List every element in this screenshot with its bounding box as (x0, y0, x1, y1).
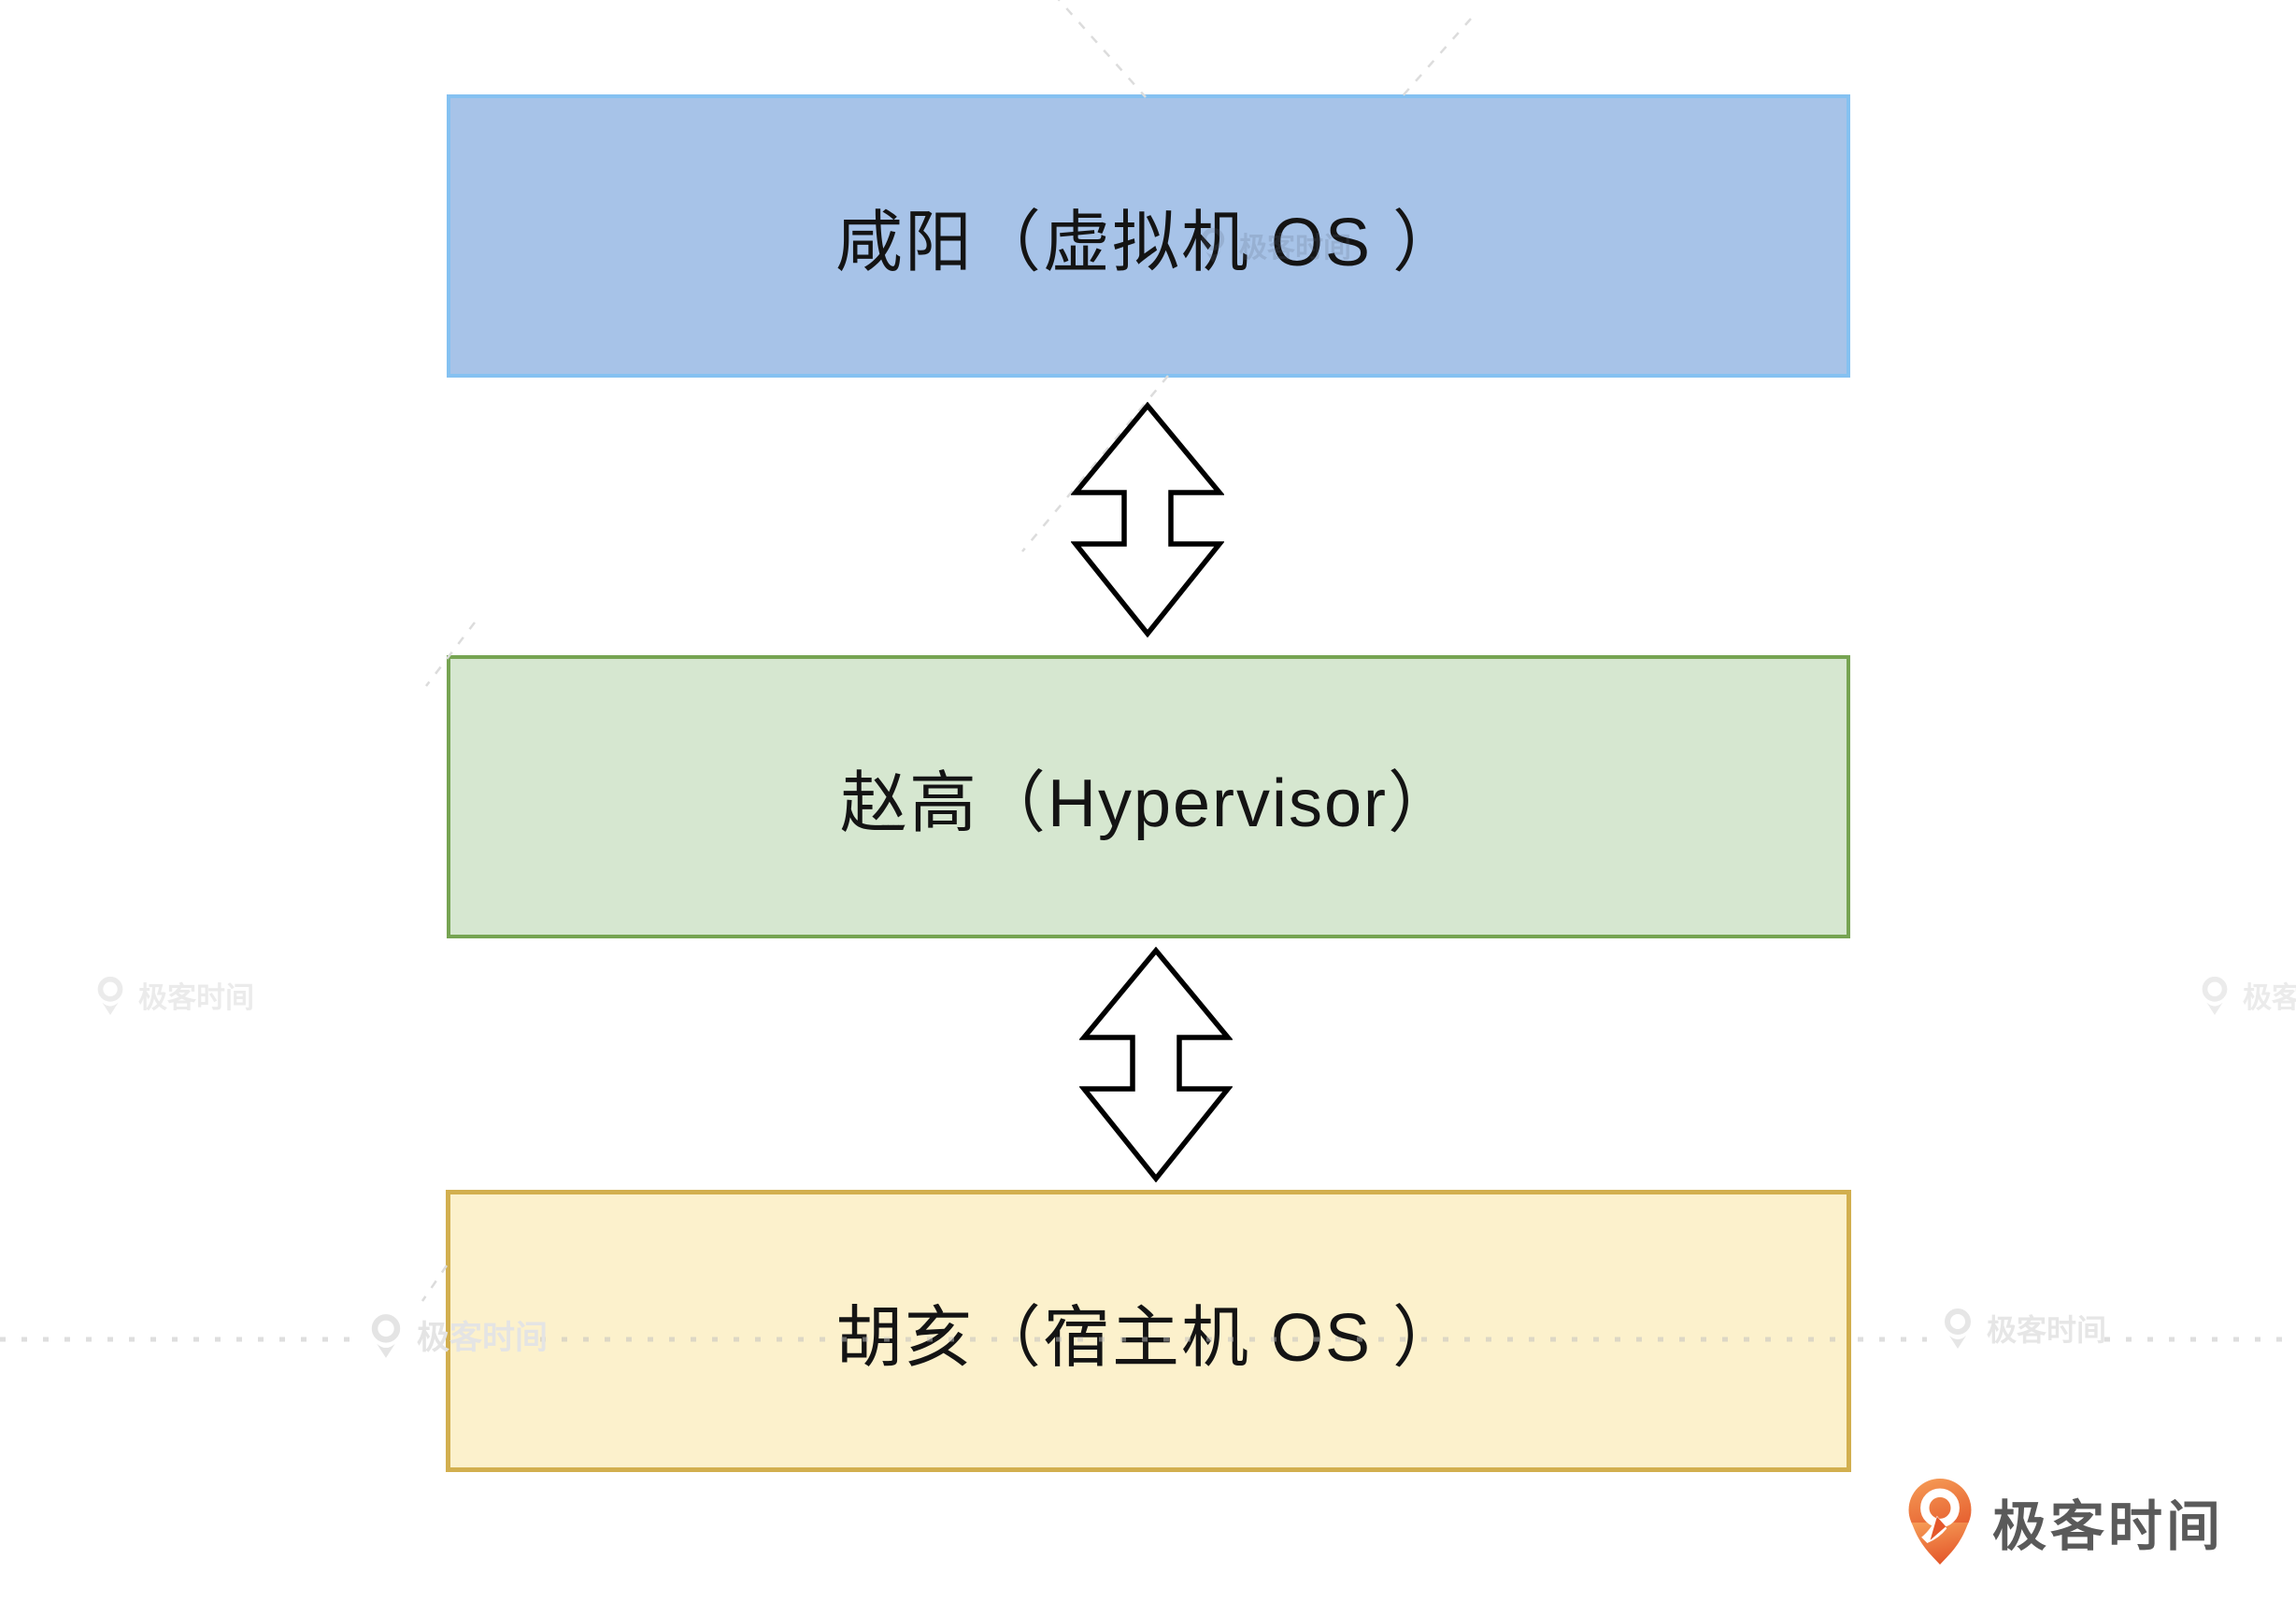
geektime-logo: 极客时间 (1908, 1479, 2224, 1565)
box-vm-os-label: 咸阳（虚拟机 OS ） (834, 206, 1462, 280)
double-arrow-icon (1071, 402, 1224, 637)
watermark-text: 极客时间 (138, 981, 254, 1014)
watermark-text: 极客时间 (1987, 1313, 2107, 1347)
watermark-stamp: 极客时间 (2198, 974, 2296, 1016)
box-vm-os: 咸阳（虚拟机 OS ） (447, 94, 1850, 378)
box-host-os-label: 胡亥（宿主机 OS ） (834, 1300, 1462, 1376)
watermark-stamp: 极客时间 (1940, 1307, 2106, 1350)
double-arrow-icon (1079, 947, 1233, 1182)
geektime-logo-icon (1908, 1479, 1972, 1565)
geektime-pin-icon (1945, 1309, 1971, 1349)
geektime-pin-icon (97, 976, 123, 1015)
box-hypervisor: 赵高（Hypervisor） (447, 655, 1850, 938)
geektime-pin-icon (2202, 976, 2228, 1015)
watermark-text: 极客时间 (2243, 981, 2296, 1014)
box-host-os: 胡亥（宿主机 OS ） (446, 1190, 1851, 1472)
geektime-logo-text: 极客时间 (1992, 1496, 2225, 1557)
geektime-pin-icon (371, 1313, 401, 1358)
watermark-stamp: 极客时间 (93, 974, 254, 1016)
box-hypervisor-label: 赵高（Hypervisor） (839, 766, 1458, 841)
